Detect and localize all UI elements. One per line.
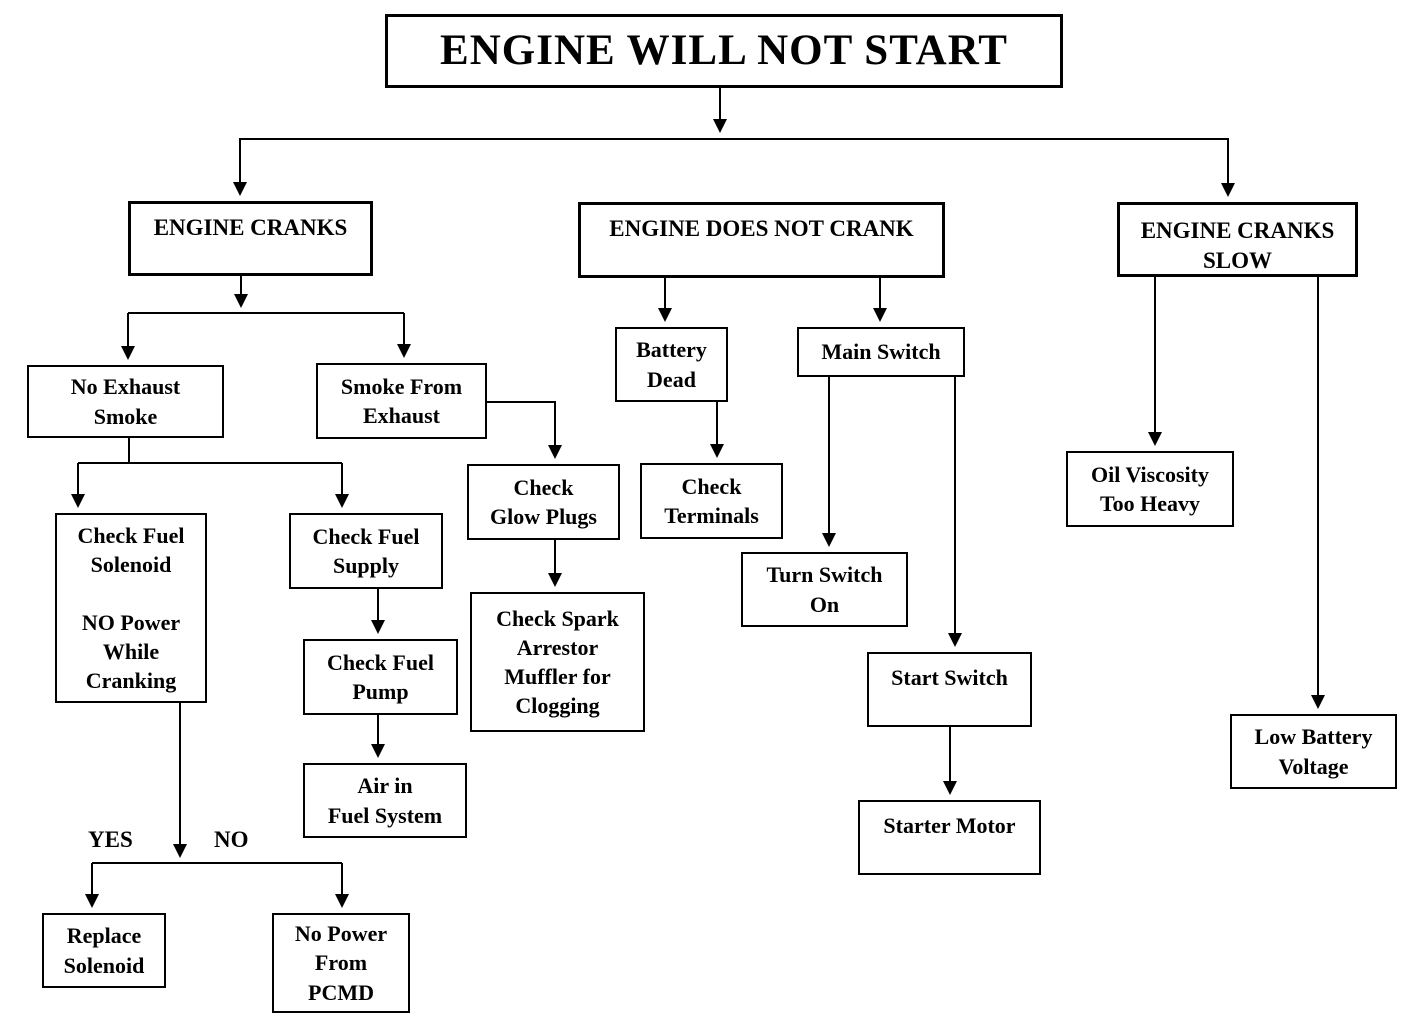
node-starter-motor: Starter Motor — [858, 800, 1041, 875]
node-engine-does-not-crank: ENGINE DOES NOT CRANK — [578, 202, 945, 278]
edge-title-to-bus — [239, 88, 1229, 140]
node-oil-viscosity-too-heavy: Oil Viscosity Too Heavy — [1066, 451, 1234, 527]
node-no-power-from-pcmd: No Power From PCMD — [272, 913, 410, 1013]
node-check-spark-arrestor: Check Spark Arrestor Muffler for Cloggin… — [470, 592, 645, 732]
node-start-switch: Start Switch — [867, 652, 1032, 727]
node-air-in-fuel-system: Air in Fuel System — [303, 763, 467, 838]
edge-solenoid-yes-no-split — [85, 703, 349, 908]
node-check-glow-plugs: Check Glow Plugs — [467, 464, 620, 540]
node-engine-cranks: ENGINE CRANKS — [128, 201, 373, 276]
node-turn-switch-on: Turn Switch On — [741, 552, 908, 627]
edge-no-exhaust-smoke-split — [71, 438, 349, 508]
node-check-fuel-supply: Check Fuel Supply — [289, 513, 443, 589]
node-check-terminals: Check Terminals — [640, 463, 783, 539]
edge-smoke-to-glow-plugs — [487, 401, 562, 459]
label-yes: YES — [88, 827, 133, 852]
node-check-fuel-solenoid: Check Fuel Solenoid NO Power While Crank… — [55, 513, 207, 703]
node-main-switch: Main Switch — [797, 327, 965, 377]
label-no: NO — [214, 827, 249, 852]
node-engine-cranks-slow: ENGINE CRANKS SLOW — [1117, 202, 1358, 277]
node-engine-will-not-start: ENGINE WILL NOT START — [385, 14, 1063, 88]
edge-engine-cranks-split — [121, 276, 411, 360]
node-battery-dead: Battery Dead — [615, 327, 728, 402]
node-low-battery-voltage: Low Battery Voltage — [1230, 714, 1397, 789]
node-smoke-from-exhaust: Smoke From Exhaust — [316, 363, 487, 439]
node-check-fuel-pump: Check Fuel Pump — [303, 639, 458, 715]
node-no-exhaust-smoke: No Exhaust Smoke — [27, 365, 224, 438]
node-replace-solenoid: Replace Solenoid — [42, 913, 166, 988]
